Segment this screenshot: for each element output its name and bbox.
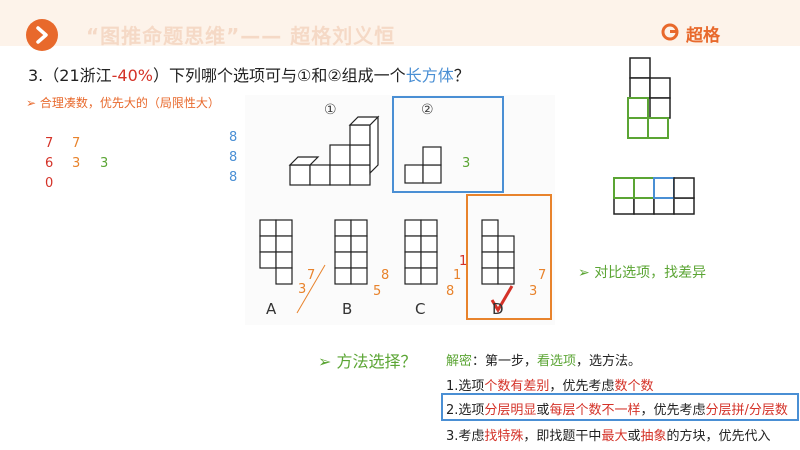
option-d-annotation: 3 [529, 284, 538, 299]
bullet-arrow-icon: ➢ [26, 96, 40, 110]
grid-number: 8 [229, 170, 238, 185]
option-c-annotation: 1 [459, 254, 468, 269]
option-d-annotation: 7 [538, 268, 547, 283]
option-c-annotation: 8 [446, 284, 455, 299]
option-b-blocks [334, 219, 368, 285]
option-a-annotation: 7 [307, 268, 316, 283]
figure-2-blocks [404, 146, 442, 184]
left-number: 3 [72, 156, 81, 171]
next-arrow-icon[interactable] [26, 19, 58, 51]
figure-1-label: ① [324, 102, 337, 118]
step-2-highlight-box [441, 393, 799, 421]
option-d-label[interactable]: D [492, 300, 504, 318]
grid-number: 8 [229, 130, 238, 145]
left-number: 0 [45, 176, 54, 191]
bullet-arrow-icon: ➢ [578, 265, 595, 281]
option-b-annotation: 8 [381, 268, 390, 283]
option-d-blocks [481, 219, 515, 285]
compare-text: ➢ 对比选项，找差异 [578, 265, 707, 281]
figure-2-note: 3 [462, 156, 471, 171]
step-intro: 解密：第一步，看选项，选方法。 [446, 354, 642, 369]
option-c-label[interactable]: C [415, 300, 426, 318]
brand-logo-icon [660, 22, 680, 42]
grid-number: 8 [229, 150, 238, 165]
option-c-blocks [404, 219, 438, 285]
header-title: “图推命题思维”—— 超格刘义恒 [86, 24, 396, 48]
hint-text: ➢ 合理凑数，优先大的（局限性大） [26, 96, 220, 110]
figure-2-label: ② [421, 102, 434, 118]
figure-1-blocks [288, 115, 380, 186]
method-title: ➢ 方法选择？ [318, 352, 417, 371]
bullet-arrow-icon: ➢ [318, 352, 337, 371]
step-1: 1.选项个数有差别，优先考虑数个数 [446, 379, 654, 394]
option-a-annotation: 3 [298, 282, 307, 297]
question-text: 3.（21浙江-40%）下列哪个选项可与①和②组成一个长方体？ [28, 66, 470, 85]
header-bar: “图推命题思维”—— 超格刘义恒 超格 [0, 0, 800, 51]
option-a-label[interactable]: A [266, 300, 277, 318]
right-cube-illustration [613, 57, 695, 215]
left-number: 7 [72, 136, 81, 151]
left-number: 7 [45, 136, 54, 151]
question-figure [245, 95, 555, 325]
step-2: 2.选项分层明显或每层个数不一样，优先考虑分层拼/分层数 [446, 403, 788, 418]
option-a-blocks [259, 219, 293, 285]
brand-name: 超格 [686, 26, 720, 46]
option-b-label[interactable]: B [342, 300, 353, 318]
left-number: 3 [100, 156, 109, 171]
option-c-annotation: 1 [453, 268, 462, 283]
left-number: 6 [45, 156, 54, 171]
step-3: 3.考虑找特殊，即找题干中最大或抽象的方块，优先代入 [446, 429, 771, 444]
option-b-annotation: 5 [373, 284, 382, 299]
